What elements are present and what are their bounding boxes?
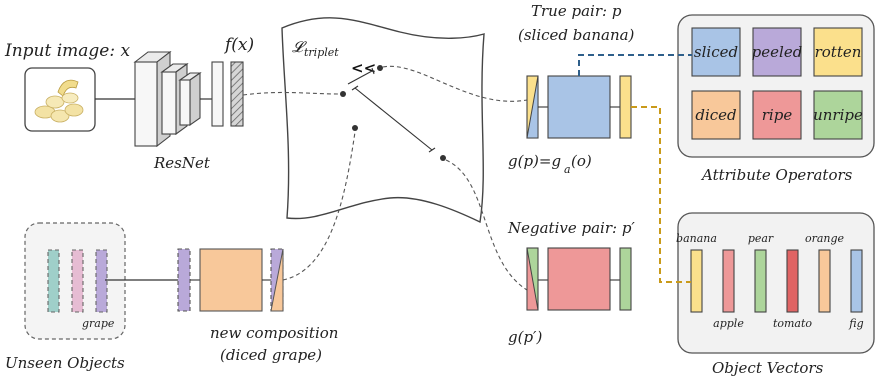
object-vector-pear [754,249,767,313]
object-vector-tomato [786,249,799,313]
gp-subscript: a [564,163,571,176]
object-label-pear: pear [748,232,774,245]
attribute-tile-sliced [691,27,741,77]
composition-to-manifold-dashed [282,131,356,281]
fx-label: f(x) [223,35,254,55]
unseen-object-vector [95,249,108,313]
negative-distance [354,87,433,151]
true-pair-label: True pair: p [531,2,622,20]
negative-pair-label: Negative pair: p′ [507,219,635,237]
object-grid: banana apple pear tomato orange fig [676,232,864,330]
object-vector-orange [818,249,831,313]
negative-point [440,155,446,161]
unseen-object-vector [47,249,60,313]
object-vector-banana [690,249,703,313]
grape-label: grape [82,317,115,330]
attribute-tile-peeled [752,27,802,77]
attribute-label-peeled: peeled [752,43,803,61]
attribute-label-sliced: sliced [694,43,738,61]
anchor-point [340,91,346,97]
unseen-object-vectors [47,249,108,313]
object-label-fig: fig [848,317,863,330]
negative-to-neg-pair-dashed [445,159,528,291]
fx-to-anchor-dashed [242,91,341,96]
attribute-tile-ripe [752,90,802,140]
attribute-operators-label: Attribute Operators [700,166,853,184]
resnet-label: ResNet [153,154,211,172]
attribute-link-dashed [578,54,692,76]
true-pair-block [526,75,632,139]
object-link-dashed [631,106,691,283]
object-label-tomato: tomato [773,317,812,330]
object-vector-fig [850,249,863,313]
object-label-banana: banana [676,232,717,245]
input-image-label: Input image: x [4,41,130,61]
fx-embedding-bar [230,61,244,127]
unseen-object-vector [71,249,84,313]
attribute-label-unripe: unripe [813,106,863,124]
attribute-label-rotten: rotten [815,43,862,61]
feature-bar [211,61,224,127]
positive-distance [347,70,373,85]
new-composition-label: new composition [210,324,338,342]
object-vector-apple [722,249,735,313]
object-vectors-label: Object Vectors [712,359,824,377]
object-label-apple: apple [713,317,744,330]
positive-point [377,65,383,71]
attribute-tile-rotten [813,27,863,77]
new-composition-block [177,248,284,312]
attribute-tile-unripe [813,90,863,140]
object-label-orange: orange [805,232,845,245]
attribute-tile-diced [691,90,741,140]
unseen-objects-label: Unseen Objects [5,354,125,372]
negative-pair-block [526,247,632,311]
gp-equation-tail: (o) [571,152,592,170]
new-composition-sublabel: (diced grape) [220,346,322,364]
loss-subscript: triplet [304,46,339,59]
gp-equation: g(p)=g [508,152,561,170]
gp-prime-label: g(p′) [508,328,542,346]
unseen-point [352,125,358,131]
true-pair-sublabel: (sliced banana) [518,26,635,44]
attribute-grid: sliced peeled rotten diced ripe unripe [691,27,863,140]
resnet-blocks [133,50,202,148]
attribute-label-diced: diced [695,106,736,124]
attribute-label-ripe: ripe [762,106,793,124]
input-image [24,67,96,132]
triplet-loss-manifold [281,17,485,224]
